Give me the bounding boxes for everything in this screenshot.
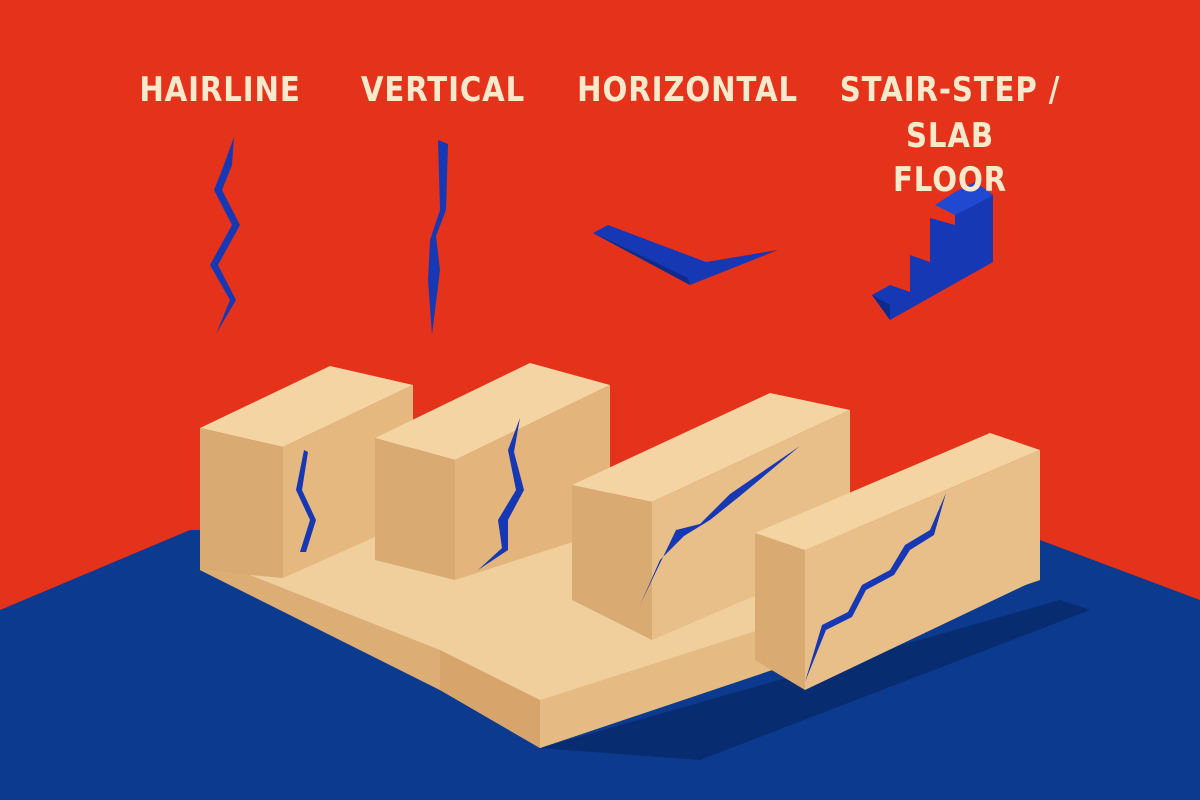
label-stair-step-line1: STAIR-STEP / [839,70,1061,110]
vertical-wall-crack [478,418,524,570]
stair-step-crack-icon [872,182,993,320]
label-stair-step-line2: SLAB FLOOR [892,116,1008,200]
label-hairline: HAIRLINE [139,70,301,110]
hairline-wall-crack [296,450,316,552]
hairline-crack-icon [210,137,240,334]
label-horizontal: HORIZONTAL [577,70,798,110]
horizontal-crack-icon [593,225,778,285]
wall-vertical [375,363,610,580]
vertical-crack-icon [428,140,448,335]
wall-horizontal [572,393,850,640]
label-vertical: VERTICAL [360,70,526,110]
wall-stair-step [755,433,1040,690]
